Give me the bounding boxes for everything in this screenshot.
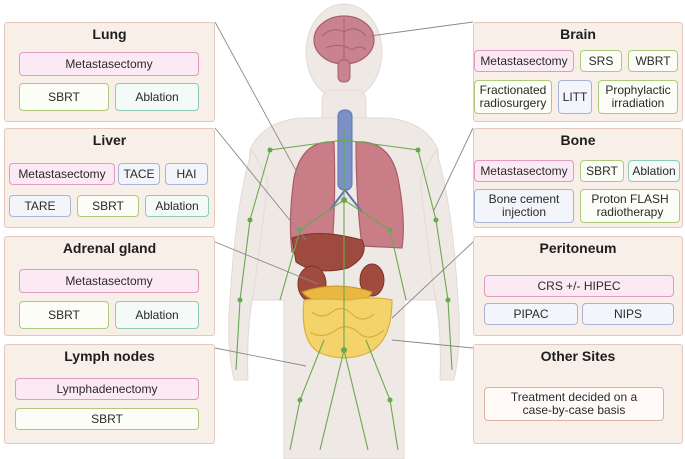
panel-title: Lymph nodes (64, 348, 155, 364)
panel-title: Other Sites (540, 348, 616, 364)
lungs-organ (289, 141, 404, 253)
chip-sbrt: SBRT (77, 195, 139, 217)
panel-lymph-nodes: Lymph nodes Lymphadenectomy SBRT (4, 344, 215, 444)
chip-crs-hipec: CRS +/- HIPEC (484, 275, 674, 297)
chip-bone-cement-injection: Bone cement injection (474, 189, 574, 223)
trachea (337, 109, 353, 191)
chip-sbrt: SBRT (19, 301, 109, 329)
chip-wbrt: WBRT (628, 50, 678, 72)
brain-organ (313, 15, 375, 83)
chip-ablation: Ablation (115, 301, 199, 329)
chip-srs: SRS (580, 50, 622, 72)
chip-metastasectomy: Metastasectomy (9, 163, 115, 185)
chip-fractionated-radiosurgery: Fractionated radiosurgery (474, 80, 552, 114)
chip-ablation: Ablation (628, 160, 680, 182)
chip-metastasectomy: Metastasectomy (474, 160, 574, 182)
chip-ablation: Ablation (115, 83, 199, 111)
chip-tare: TARE (9, 195, 71, 217)
panel-liver: Liver Metastasectomy TACE HAI TARE SBRT … (4, 128, 215, 228)
chip-metastasectomy: Metastasectomy (474, 50, 574, 72)
panel-adrenal-gland: Adrenal gland Metastasectomy SBRT Ablati… (4, 236, 215, 336)
panel-title: Adrenal gland (62, 240, 157, 256)
chip-tace: TACE (118, 163, 160, 185)
panel-title: Peritoneum (539, 240, 617, 256)
chip-hai: HAI (165, 163, 208, 185)
chip-case-by-case: Treatment decided on a case-by-case basi… (484, 387, 664, 421)
chip-proton-flash-radiotherapy: Proton FLASH radiotherapy (580, 189, 680, 223)
panel-title: Bone (560, 132, 596, 148)
panel-title: Brain (560, 26, 596, 42)
chip-nips: NIPS (582, 303, 674, 325)
chip-prophylactic-irradiation: Prophylactic irradiation (598, 80, 678, 114)
panel-title: Lung (92, 26, 127, 42)
chip-sbrt: SBRT (580, 160, 624, 182)
panel-brain: Brain Metastasectomy SRS WBRT Fractionat… (473, 22, 683, 122)
chip-sbrt: SBRT (15, 408, 199, 430)
connector-lines (214, 21, 474, 367)
chip-litt: LITT (558, 80, 592, 114)
panel-other-sites: Other Sites Treatment decided on a case-… (473, 344, 683, 444)
panel-title: Liver (92, 132, 127, 148)
chip-metastasectomy: Metastasectomy (19, 52, 199, 76)
panel-peritoneum: Peritoneum CRS +/- HIPEC PIPAC NIPS (473, 236, 683, 336)
chip-lymphadenectomy: Lymphadenectomy (15, 378, 199, 400)
chip-ablation: Ablation (145, 195, 209, 217)
chip-metastasectomy: Metastasectomy (19, 269, 199, 293)
kidney-right (359, 263, 385, 297)
chip-sbrt: SBRT (19, 83, 109, 111)
panel-lung: Lung Metastasectomy SBRT Ablation (4, 22, 215, 122)
panel-bone: Bone Metastasectomy SBRT Ablation Bone c… (473, 128, 683, 228)
liver-organ (291, 232, 365, 272)
chip-pipac: PIPAC (484, 303, 578, 325)
